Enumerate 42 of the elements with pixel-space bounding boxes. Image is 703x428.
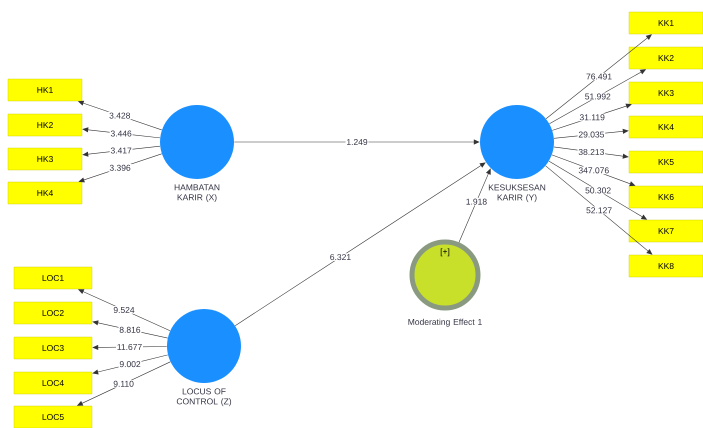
indicator-box: KK3 [628, 82, 703, 104]
indicator-box: HK2 [8, 114, 82, 136]
edge-label: 9.110 [112, 380, 135, 388]
indicator-box: HK3 [8, 148, 82, 170]
edge-label: 9.002 [118, 360, 142, 368]
edge-label: 52.127 [585, 206, 613, 214]
edge-label: 51.992 [584, 92, 612, 100]
edge-label: 1.249 [346, 138, 368, 146]
edge-label: 29.035 [578, 130, 606, 138]
edge-label: 347.076 [578, 166, 610, 174]
edge-label: 9.524 [112, 306, 136, 314]
edge-label: 11.677 [116, 343, 143, 351]
edge-label: 76.491 [585, 72, 613, 80]
indicator-box: LOC4 [14, 372, 92, 394]
indicator-box: HK4 [8, 182, 82, 204]
node-label: LOCUS OF CONTROL (Z) [176, 388, 232, 406]
indicator-box: KK8 [628, 254, 703, 278]
indicator-box: HK1 [8, 78, 82, 102]
edge-label: 6.321 [329, 253, 352, 261]
indicator-box: LOC5 [14, 406, 92, 428]
node-label: Moderating Effect 1 [408, 318, 482, 327]
edge-label: 3.428 [108, 112, 132, 120]
edge-label: 31.119 [578, 114, 606, 122]
arrow [546, 34, 652, 120]
edge-label: 8.816 [118, 326, 142, 334]
indicator-box: KK7 [628, 220, 703, 242]
edge-label: 3.417 [110, 146, 133, 154]
node-label: KESUKSESAN KARIR (Y) [488, 184, 546, 202]
indicator-box: LOC3 [14, 336, 92, 360]
indicator-box: LOC2 [14, 302, 92, 324]
indicator-box: KK1 [628, 12, 703, 34]
edge-label: 3.446 [110, 130, 133, 138]
node-label: HAMBATAN KARIR (X) [174, 184, 220, 202]
edge-label: 1.918 [465, 198, 488, 206]
indicator-box: KK6 [628, 186, 703, 208]
edge-label: 3.396 [108, 164, 132, 172]
indicator-box: KK4 [628, 116, 703, 138]
indicator-box: KK2 [628, 46, 703, 70]
edge-label: 38.213 [578, 148, 606, 156]
indicator-box: KK5 [628, 150, 703, 174]
edge-label: 50.302 [584, 186, 612, 194]
indicator-box: LOC1 [14, 266, 92, 290]
